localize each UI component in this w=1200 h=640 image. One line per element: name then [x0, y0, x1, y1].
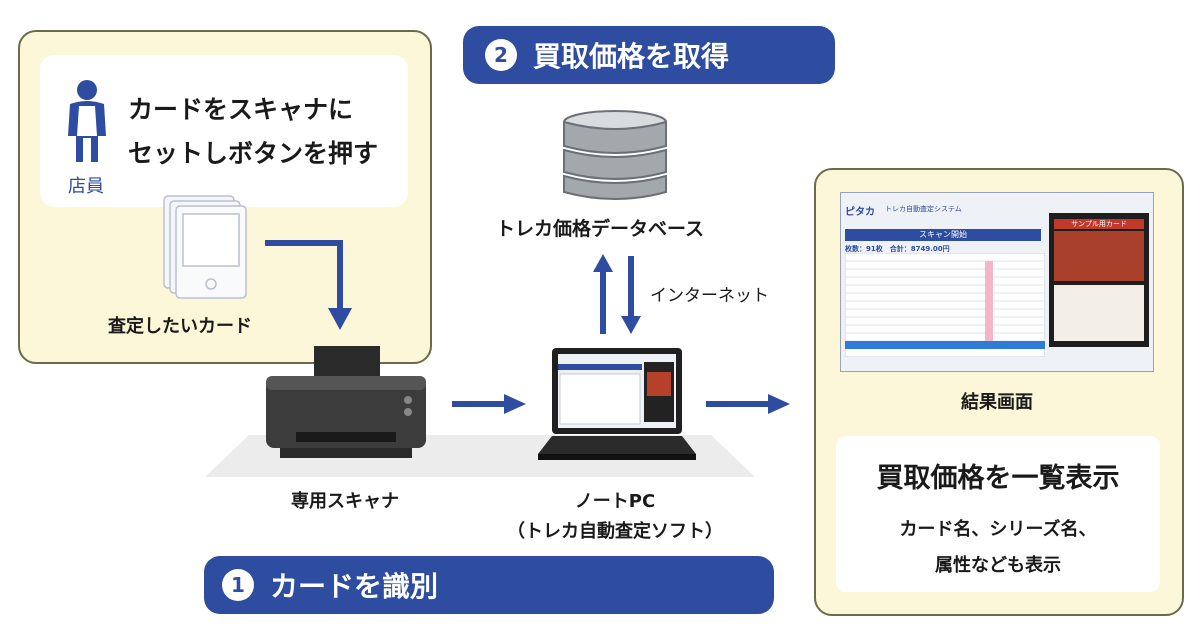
upload-arrowhead: [593, 254, 613, 272]
step-2-banner: 2 買取価格を取得: [463, 26, 835, 84]
scan-summary: 枚数：91枚 合計：8749.00円: [845, 245, 950, 253]
step-1-banner: 1 カードを識別: [204, 556, 774, 614]
staff-role-label: 店員: [68, 176, 104, 197]
card-to-scanner-arrow: [265, 240, 343, 310]
step-2-number: 2: [485, 39, 517, 71]
scanner-icon: [266, 346, 426, 458]
card-stack-icon: [163, 195, 247, 299]
database-icon: [563, 110, 667, 200]
app-name: ピタカ: [845, 207, 875, 218]
app-subtitle: トレカ自動査定システム: [885, 205, 962, 213]
card-preview-text: [1054, 285, 1144, 341]
step-1-label: カードを識別: [270, 570, 439, 603]
instruction-line-1: カードをスキャナに: [128, 95, 354, 124]
internet-label: インターネット: [650, 286, 769, 306]
result-summary-box: [836, 436, 1160, 592]
scan-start-button: スキャン開始: [845, 229, 1041, 241]
cards-label: 査定したいカード: [108, 316, 252, 337]
card-preview-title: サンプル用カード: [1054, 219, 1144, 229]
staff-person-icon: [68, 80, 106, 162]
laptop-label-line-2: （トレカ自動査定ソフト）: [507, 521, 723, 542]
scanner-label: 専用スキャナ: [291, 491, 399, 512]
pc-to-result-arrowhead: [768, 394, 790, 414]
step-1-number: 1: [222, 569, 254, 601]
card-to-scanner-arrowhead: [328, 308, 352, 330]
result-details: カード名、シリーズ名、 属性なども表示: [836, 512, 1160, 584]
scanner-to-pc-arrowhead: [504, 394, 526, 414]
result-detail-line-2: 属性なども表示: [935, 555, 1061, 576]
laptop-icon: [538, 348, 696, 460]
laptop-label: ノートPC （トレカ自動査定ソフト）: [480, 487, 750, 547]
staff-instruction: カードをスキャナに セットしボタンを押す: [128, 88, 378, 176]
card-preview-image: [1054, 231, 1144, 281]
database-label: トレカ価格データベース: [495, 218, 705, 240]
instruction-line-2: セットしボタンを押す: [128, 139, 379, 168]
result-table: [845, 253, 1045, 357]
result-screen-label: 結果画面: [961, 392, 1033, 413]
step-2-label: 買取価格を取得: [533, 40, 730, 73]
result-detail-line-1: カード名、シリーズ名、: [899, 519, 1097, 540]
download-arrowhead: [621, 316, 641, 334]
result-screenshot: ピタカ トレカ自動査定システム スキャン開始 枚数：91枚 合計：8749.00…: [840, 192, 1154, 372]
laptop-label-line-1: ノートPC: [574, 491, 656, 512]
result-title: 買取価格を一覧表示: [876, 463, 1120, 494]
